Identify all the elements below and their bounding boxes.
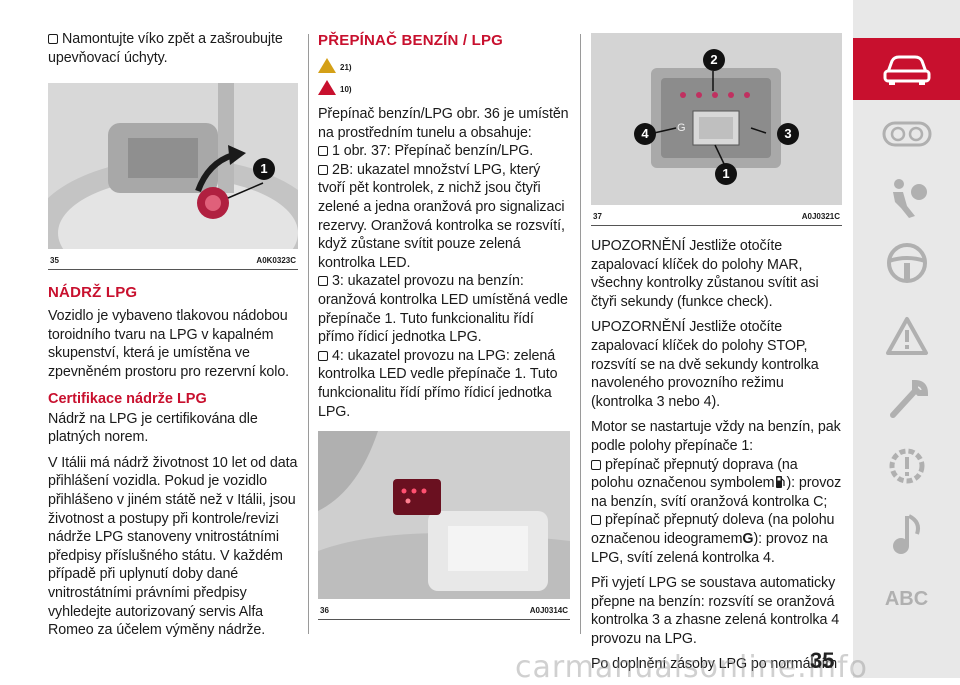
intro-paragraph: Namontujte víko zpět a zašroubujte upevň…	[48, 31, 283, 66]
column-2: PŘEPÍNAČ BENZÍN / LPG 21) 10) Přepínač b…	[318, 0, 570, 621]
column-divider	[580, 34, 581, 634]
sidebar-item-index[interactable]: ABC	[853, 568, 960, 630]
service-gear-icon	[889, 448, 924, 484]
figure-36-caption: 36 A0J0314C	[318, 599, 570, 621]
column-divider	[308, 34, 309, 634]
switch-description: Přepínač benzín/LPG obr. 36 je umístěn n…	[318, 106, 569, 141]
callout-1: 1	[715, 163, 737, 185]
sidebar-item-warnings[interactable]	[853, 305, 960, 367]
bullet-box-icon	[591, 459, 601, 470]
list-item: 2B: ukazatel množství LPG, který tvoří p…	[318, 161, 565, 271]
wrench-icon	[889, 379, 928, 418]
callout-3: 3	[777, 123, 799, 145]
car-icon	[883, 55, 930, 85]
column-1: Namontujte víko zpět a zašroubujte upevň…	[48, 0, 298, 640]
lpg-ideogram-icon: G	[742, 530, 754, 547]
bullet-box-icon	[318, 146, 328, 157]
sidebar-item-multimedia[interactable]	[853, 503, 960, 565]
lpg-empty-paragraph: Při vyjetí LPG se soustava automaticky p…	[591, 575, 840, 647]
sidebar-item-instruments[interactable]	[853, 103, 960, 165]
bullet-box-icon	[318, 350, 328, 361]
sidebar-item-safety[interactable]	[853, 167, 960, 229]
bullet-box-icon	[48, 34, 58, 44]
caution-triangle-icon	[318, 80, 336, 96]
figure-code: A0J0321C	[801, 212, 840, 221]
list-item: 3: ukazatel provozu na benzín: oranžová …	[318, 273, 568, 346]
list-item: přepínač přepnutý doprava (na polohu ozn…	[591, 456, 842, 510]
warning-ref-1: 21)	[318, 57, 570, 77]
lpg-tank-illustration	[48, 83, 298, 250]
certification-text-2: V Itálii má nádrž životnost 10 let od da…	[48, 454, 298, 639]
section-title-lpg-tank: NÁDRŽ LPG	[48, 284, 138, 302]
list-item: přepínač přepnutý doleva (na polohu ozna…	[591, 512, 835, 566]
figure-number: 36	[320, 606, 329, 616]
warning-paragraph-2: UPOZORNĚNÍ Jestliže otočíte zapalovací k…	[591, 319, 819, 410]
abc-index-label: ABC	[884, 587, 929, 610]
fuel-pump-icon	[776, 476, 786, 489]
warning-triangle-icon	[318, 58, 336, 74]
page-number: 35	[810, 648, 835, 673]
music-note-icon	[892, 514, 920, 554]
sidebar-item-driving[interactable]	[853, 232, 960, 294]
warning-paragraph-1: UPOZORNĚNÍ Jestliže otočíte zapalovací k…	[591, 238, 819, 310]
svg-text:G: G	[677, 122, 686, 134]
refill-paragraph: Po doplnění zásoby LPG po normálním	[591, 656, 838, 673]
figure-code: A0K0323C	[256, 256, 296, 266]
sidebar-item-emergency[interactable]	[853, 370, 960, 432]
callout-2: 2	[703, 49, 725, 71]
bullet-box-icon	[318, 164, 328, 175]
column-3: G 2 3 4 1 37 A0J0321C UPOZORNĚNÍ Jestliž…	[591, 0, 842, 674]
figure-37-image: G 2 3 4 1	[591, 33, 842, 205]
figure-37-caption: 37 A0J0321C	[591, 205, 842, 226]
callout-4: 4	[634, 123, 656, 145]
figure-36-image	[318, 431, 570, 600]
airbag-icon	[892, 179, 927, 218]
figure-35-caption: 35 A0K0323C	[48, 249, 298, 271]
bullet-box-icon	[318, 276, 328, 287]
bullet-box-icon	[591, 515, 601, 526]
figure-35-callout: 1	[253, 158, 275, 181]
figure-number: 37	[593, 212, 602, 221]
list-item: 1 obr. 37: Přepínač benzín/LPG.	[318, 142, 570, 161]
warning-ref-2: 10)	[318, 79, 570, 99]
section-title-switch: PŘEPÍNAČ BENZÍN / LPG	[318, 32, 504, 49]
dashboard-gauges-icon	[882, 121, 931, 147]
certification-text-1: Nádrž na LPG je certifikována dle platný…	[48, 410, 258, 446]
list-item: 4: ukazatel provozu na LPG: zelená kontr…	[318, 347, 558, 420]
warning-triangle-icon	[885, 317, 928, 355]
sidebar-item-maintenance[interactable]	[853, 435, 960, 497]
steering-wheel-icon	[886, 243, 927, 283]
tank-description: Vozidlo je vybaveno tlakovou nádobou tor…	[48, 308, 290, 380]
subsection-title-certification: Certifikace nádrže LPG	[48, 390, 207, 407]
chapter-sidebar: ABC	[853, 0, 960, 678]
console-switch-illustration	[318, 431, 570, 600]
figure-code: A0J0314C	[529, 606, 568, 616]
start-paragraph: Motor se nastartuje vždy na benzín, pak …	[591, 419, 841, 454]
figure-35-image: 1	[48, 83, 298, 250]
sidebar-item-car[interactable]	[853, 38, 960, 100]
figure-number: 35	[50, 256, 59, 266]
